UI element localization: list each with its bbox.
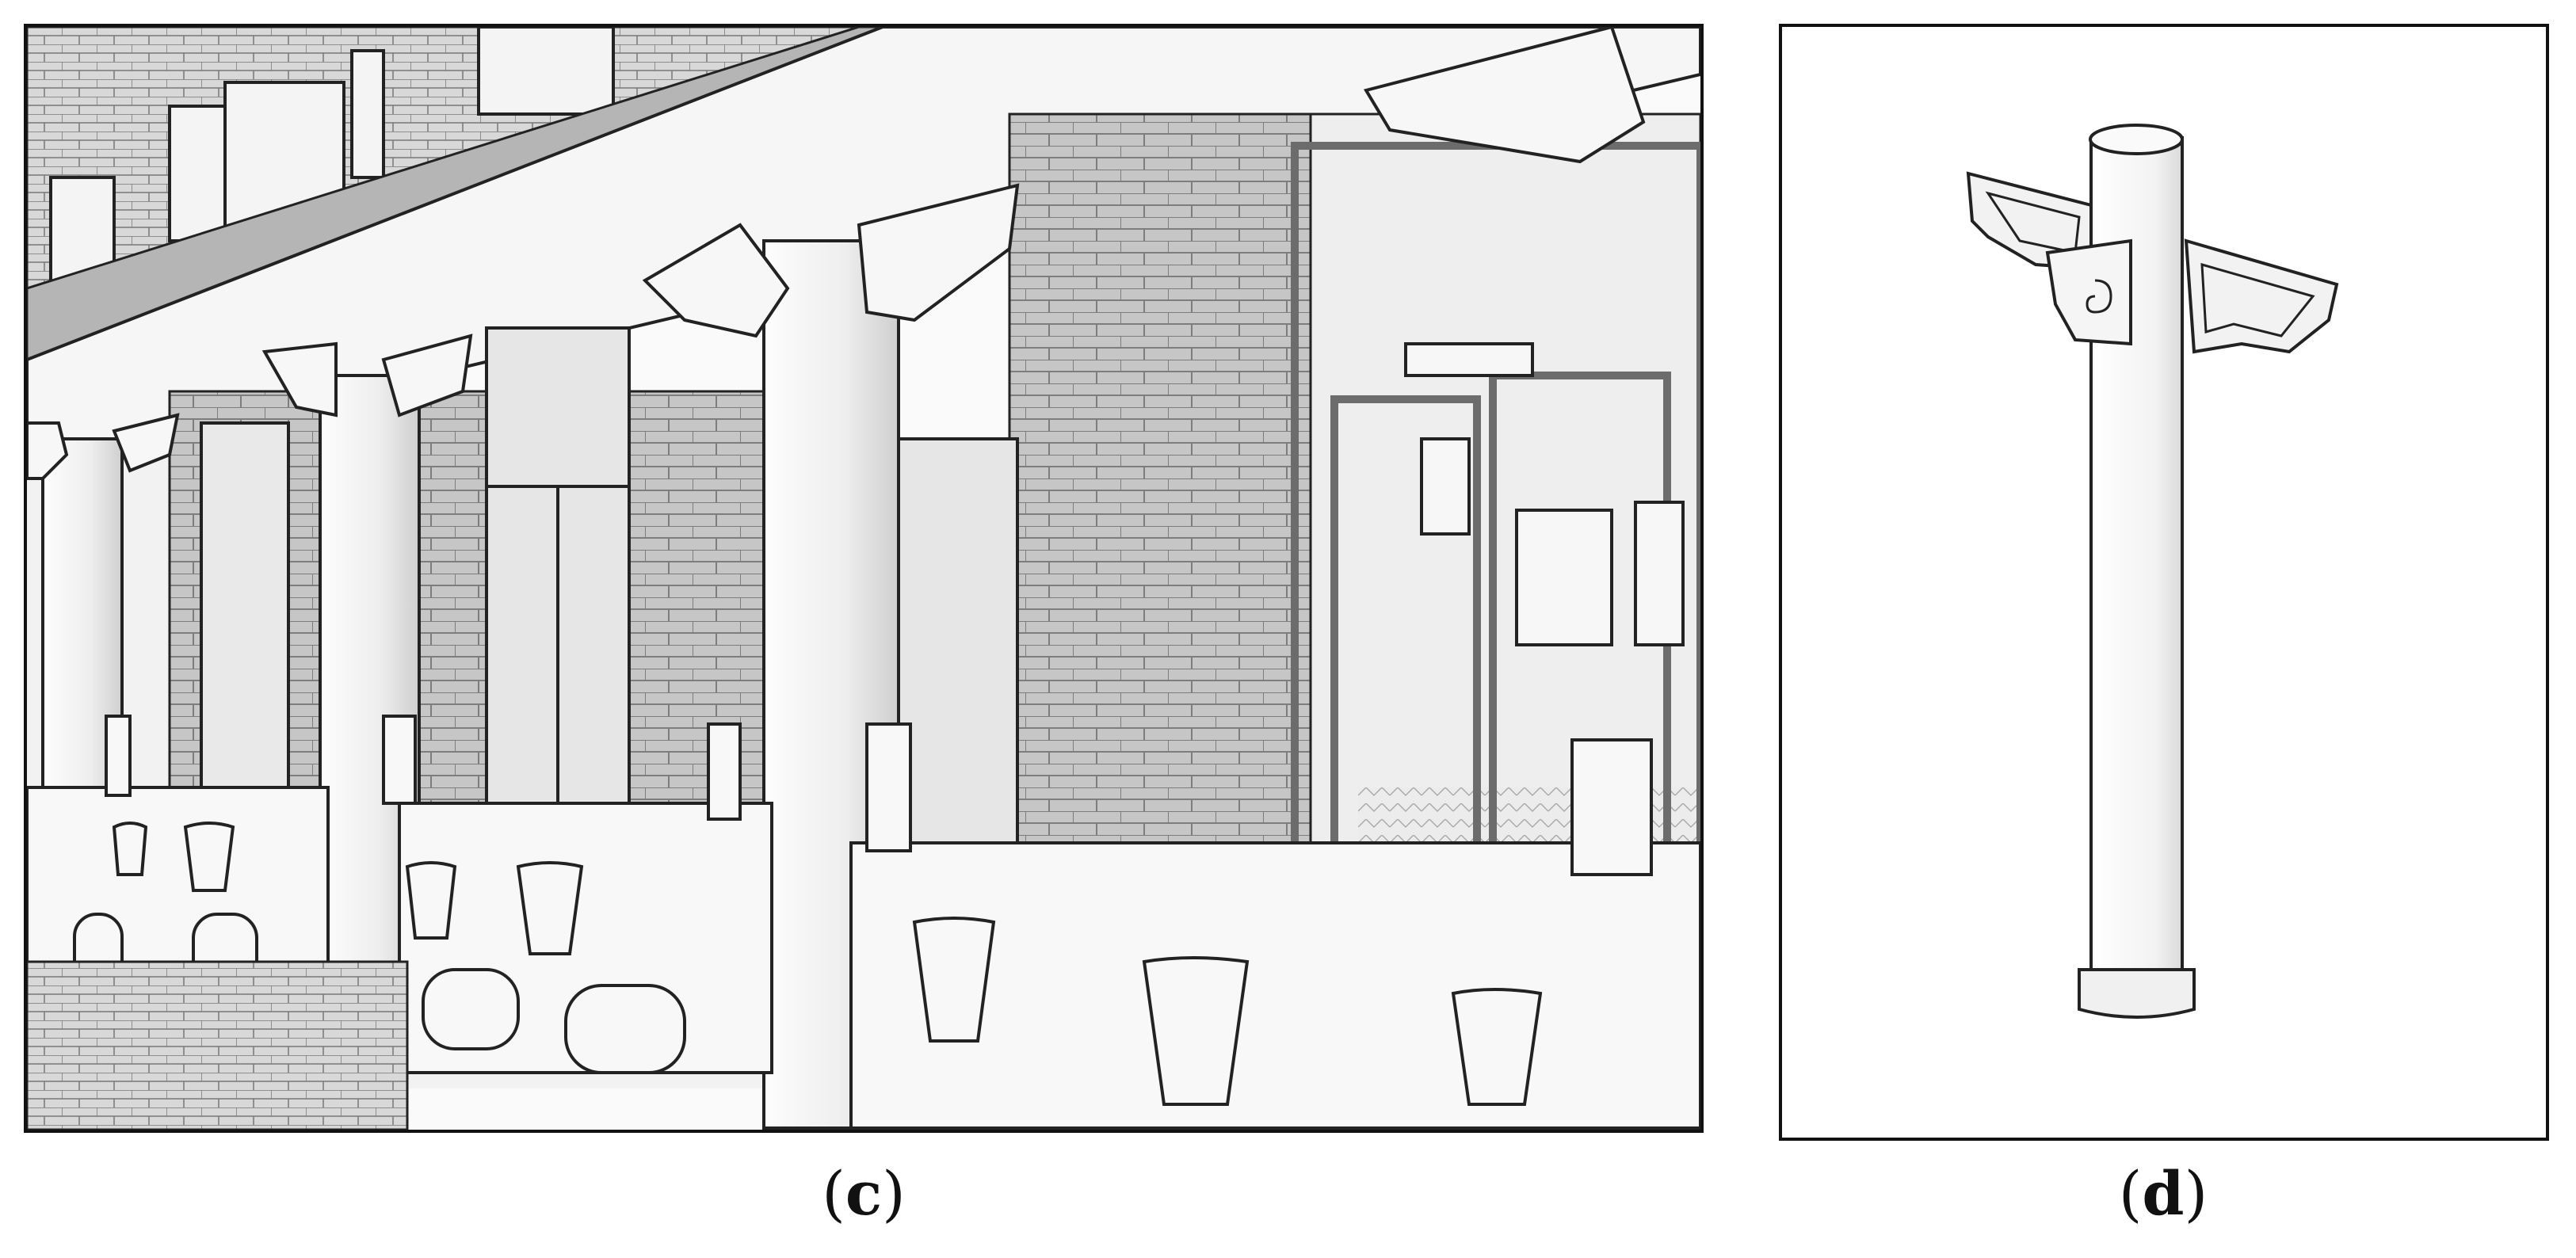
corridor-illustration	[27, 27, 1700, 1130]
panel-d-column-model	[1779, 24, 2549, 1141]
caption-d: (d)	[2118, 1158, 2208, 1229]
panel-c-corridor-render	[24, 24, 1704, 1133]
bracket-ornaments	[27, 27, 1646, 480]
caption-c: (c)	[822, 1158, 906, 1229]
column-illustration	[1966, 124, 2339, 1019]
balustrades	[27, 715, 1700, 1130]
upper-windows	[49, 27, 615, 298]
